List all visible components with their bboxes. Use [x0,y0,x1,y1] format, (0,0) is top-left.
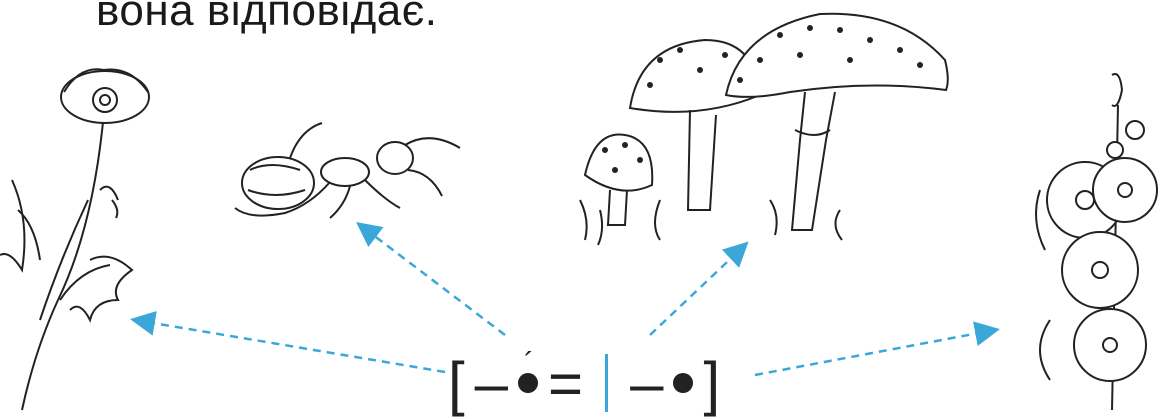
arrow-to-poppy [130,310,446,374]
poppy-icon [0,68,150,411]
scheme-equals: = [548,349,584,417]
scheme-dash-2: – [630,349,664,417]
fly-agaric-icon [579,12,949,246]
arrow-to-mushrooms [649,241,749,336]
vowel-dot [673,373,694,393]
arrow-to-mallow [754,321,1000,377]
scheme-close-bracket: ] [703,349,721,417]
stress-mark: ´ [524,347,535,380]
syllable-divider [605,354,609,412]
stressed-vowel-dot: ´ [518,347,539,393]
scheme-dash-1: – [474,349,509,417]
caption-text: вона відповідає. [96,0,438,35]
scheme-open-bracket: [ [448,349,465,417]
mallow-icon [1035,73,1158,411]
arrow-to-ant [356,221,506,336]
ant-icon [234,122,461,219]
word-scheme: [ – ´ = – ] [448,347,730,418]
